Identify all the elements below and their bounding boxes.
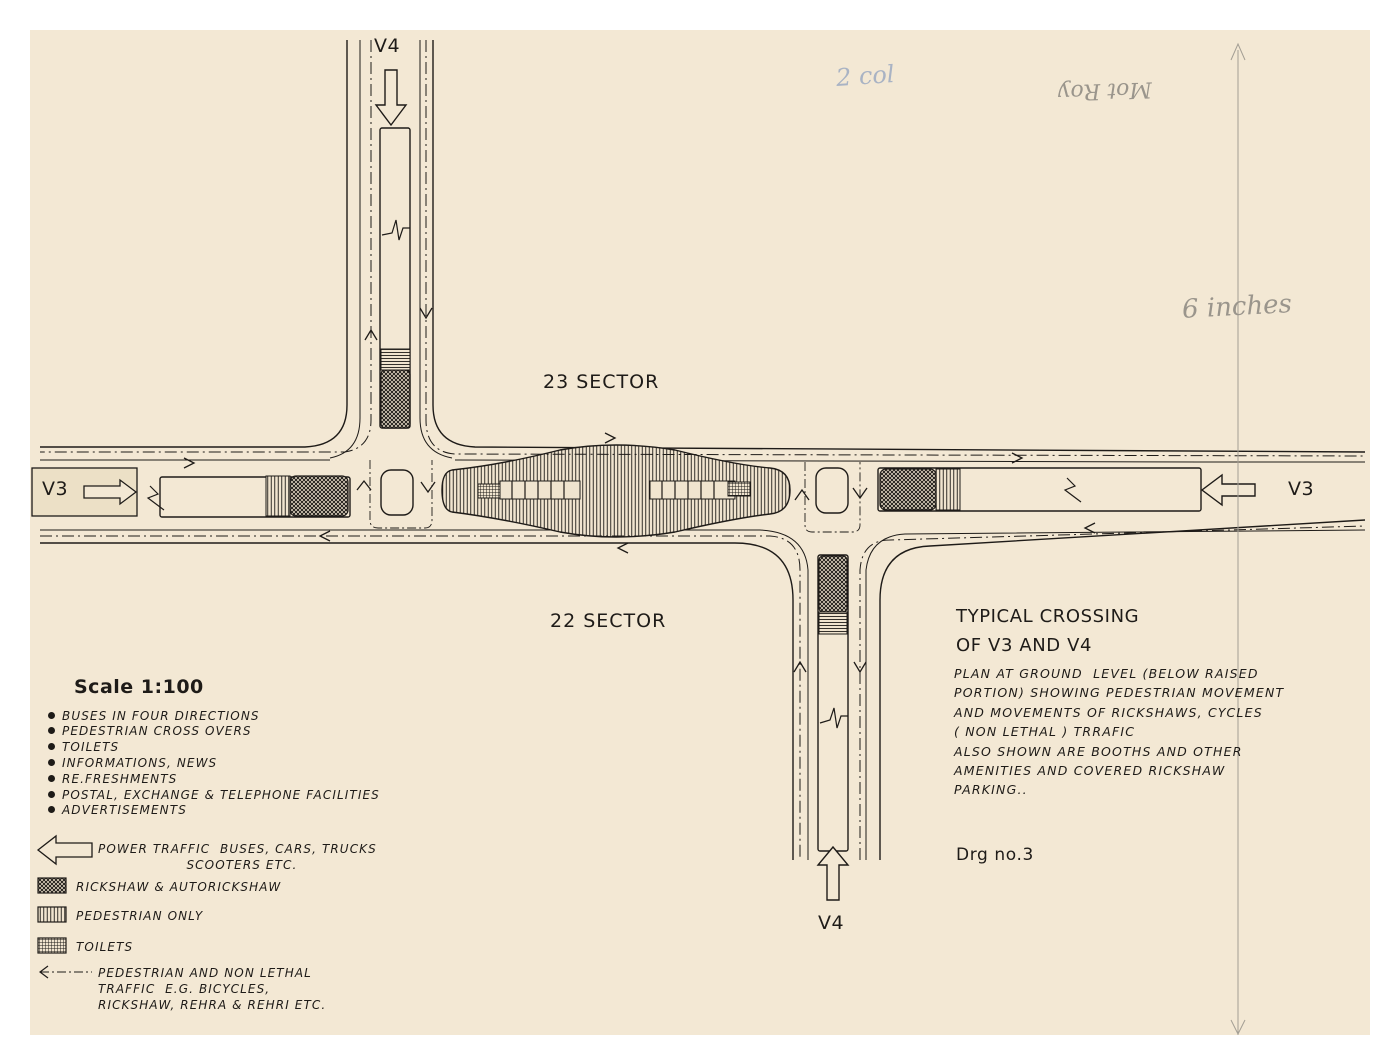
amenity-item: PEDESTRIAN CROSS OVERS xyxy=(48,724,252,738)
pencil-arrow-bottom xyxy=(1230,1019,1246,1036)
arrow-up-east-island xyxy=(794,488,810,501)
pedestrian-strip-south xyxy=(818,611,848,635)
arrow-down-north xyxy=(419,307,433,320)
legend-rickshaw: RICKSHAW & AUTORICKSHAW xyxy=(76,880,282,894)
title-description: PLAN AT GROUND LEVEL (BELOW RAISED PORTI… xyxy=(954,666,1285,798)
amenity-item: INFORMATIONS, NEWS xyxy=(48,756,217,770)
legend-toilet-swatch-icon xyxy=(37,937,67,954)
arrow-down-west-island xyxy=(420,481,436,494)
median-west xyxy=(159,476,351,518)
road-label-v4-south: V4 xyxy=(818,912,845,934)
arrow-right-plaza-top xyxy=(604,432,617,444)
toilet-block-east xyxy=(727,481,751,497)
arrow-left-east xyxy=(1083,522,1096,534)
booth-island-west xyxy=(380,469,414,516)
booth-row-east xyxy=(649,480,736,500)
path-se xyxy=(859,525,1366,860)
median-east xyxy=(877,467,1202,512)
power-arrow-v4-north xyxy=(374,69,408,127)
pedestrian-strip-west xyxy=(265,475,291,517)
road-label-v3-west: V3 xyxy=(42,478,69,500)
power-arrow-v3-west xyxy=(83,478,138,506)
kerb-ne-inner xyxy=(419,40,453,459)
road-edge-ne xyxy=(432,40,1366,453)
kerb-se-inner xyxy=(865,529,1366,860)
road-outlines xyxy=(40,40,1366,860)
legend-toilets: TOILETS xyxy=(76,940,134,954)
road-edge-nw xyxy=(40,40,348,448)
arrow-left-west xyxy=(318,530,331,542)
legend-non-lethal-arrow-icon xyxy=(39,965,49,979)
booth-dividers xyxy=(511,481,715,499)
legend-power-arrow-icon xyxy=(36,834,93,866)
power-arrow-v4-south xyxy=(816,845,850,901)
pencil-note-2col: 2 col xyxy=(835,59,896,93)
amenity-item: RE.FRESHMENTS xyxy=(48,772,177,786)
pencil-marks xyxy=(1230,42,1246,1036)
pedestrian-strip-north xyxy=(380,348,411,371)
amenity-item: ADVERTISEMENTS xyxy=(48,803,187,817)
pencil-note-6-inches: 6 inches xyxy=(1181,289,1293,325)
drawing-number: Drg no.3 xyxy=(956,845,1034,865)
power-arrow-v3-east xyxy=(1200,473,1256,507)
rickshaw-parking-east xyxy=(879,468,937,511)
ped-loop-east xyxy=(804,462,861,533)
arrow-up-north xyxy=(364,328,378,341)
rickshaw-parking-north xyxy=(380,369,411,429)
legend-power-traffic: POWER TRAFFIC BUSES, CARS, TRUCKS SCOOTE… xyxy=(98,842,377,872)
legend-rickshaw-swatch-icon xyxy=(37,877,67,894)
amenity-item: TOILETS xyxy=(48,740,119,754)
road-edge-sw xyxy=(40,542,794,860)
path-ne xyxy=(425,40,1366,457)
road-label-v3-east: V3 xyxy=(1288,478,1315,500)
title-line-2: OF V3 AND V4 xyxy=(956,635,1093,656)
pencil-arrow-top xyxy=(1230,42,1246,61)
flow-arrows xyxy=(183,307,1096,674)
road-edge-se xyxy=(879,519,1366,860)
toilet-block-west xyxy=(477,483,501,499)
break-symbols xyxy=(146,219,1082,729)
path-sw xyxy=(40,535,801,860)
legend-non-lethal: PEDESTRIAN AND NON LETHAL TRAFFIC E.G. B… xyxy=(98,966,327,1012)
legend-symbols xyxy=(36,834,93,979)
arrow-up-west-island xyxy=(356,479,372,491)
pencil-note-mot-roy: Mot Roy xyxy=(1057,76,1153,105)
arrow-up-south xyxy=(793,660,807,673)
power-traffic-arrows xyxy=(374,69,1256,901)
path-nw xyxy=(40,40,372,453)
sector-label-north: 23 SECTOR xyxy=(543,371,660,393)
arrow-left-plaza-bottom xyxy=(616,542,629,554)
pedestrian-strip-east xyxy=(935,468,961,511)
arrow-down-south xyxy=(853,661,867,674)
non-lethal-traffic-paths xyxy=(40,40,1366,860)
rickshaw-parking-south xyxy=(818,555,848,613)
legend-pedestrian: PEDESTRIAN ONLY xyxy=(76,909,204,923)
title-line-1: TYPICAL CROSSING xyxy=(956,606,1140,627)
kerb-sw-inner xyxy=(40,529,809,860)
pedestrian-plaza xyxy=(441,444,791,538)
sector-label-south: 22 SECTOR xyxy=(550,610,667,632)
rickshaw-parking-west xyxy=(289,475,349,517)
amenity-item: POSTAL, EXCHANGE & TELEPHONE FACILITIES xyxy=(48,788,380,802)
arrow-right-east xyxy=(1011,452,1024,464)
arrow-right-west xyxy=(183,457,196,469)
legend-pedestrian-swatch-icon xyxy=(37,906,67,923)
booth-island-east xyxy=(815,467,849,514)
kerb-nw-inner xyxy=(329,40,361,459)
scale-label: Scale 1:100 xyxy=(74,676,204,698)
amenity-item: BUSES IN FOUR DIRECTIONS xyxy=(48,709,260,723)
road-label-v4-north: V4 xyxy=(374,35,401,57)
arrow-down-east-island xyxy=(852,487,868,500)
